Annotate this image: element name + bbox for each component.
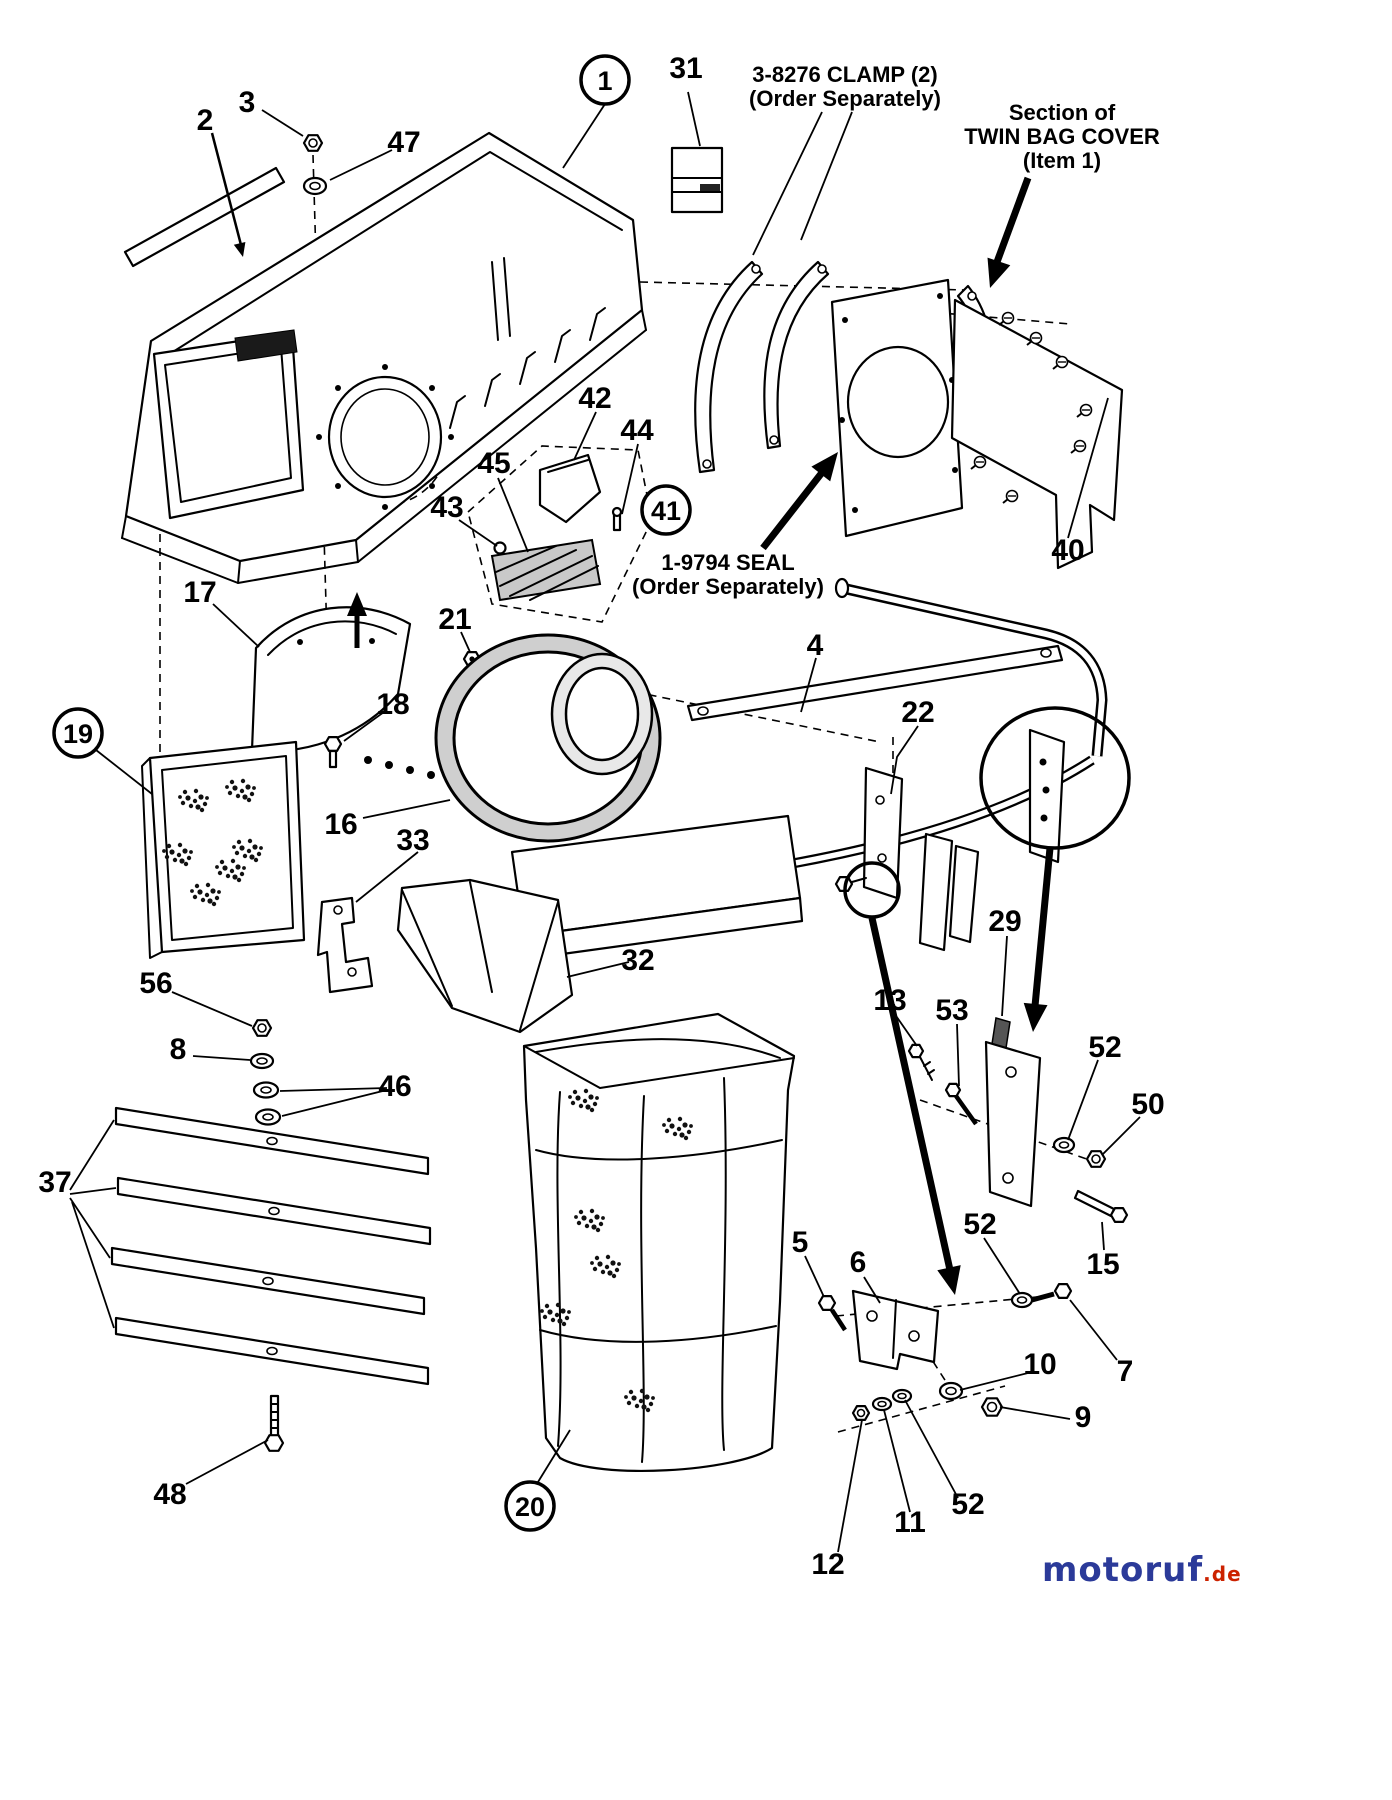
part-label-10: 10 <box>1023 1348 1056 1381</box>
section-note-line1: Section of <box>1009 100 1116 125</box>
weight-strips <box>110 1106 432 1386</box>
watermark-logo: motoruf.de <box>1042 1550 1242 1590</box>
deflector <box>250 606 412 753</box>
part-label-56: 56 <box>139 967 172 1000</box>
part-label-29: 29 <box>988 905 1021 938</box>
part-label-4: 4 <box>807 629 824 662</box>
clamp-note-line1: 3-8276 CLAMP (2) <box>752 62 937 87</box>
mount-hardware <box>817 1282 1073 1422</box>
part-label-16: 16 <box>324 808 357 841</box>
seal-note-line2: (Order Separately) <box>632 574 824 599</box>
watermark-name: motoruf <box>1042 1550 1204 1590</box>
part-label-52c: 52 <box>951 1488 984 1521</box>
part-label-20: 20 <box>515 1492 545 1522</box>
circled-labels: 1 41 19 20 <box>52 54 692 1532</box>
part-label-48: 48 <box>153 1478 186 1511</box>
part-label-22: 22 <box>901 696 934 729</box>
chute-guard <box>396 878 574 1034</box>
z-bracket <box>316 896 374 994</box>
grass-bag <box>522 1012 796 1472</box>
part-label-19: 19 <box>63 719 93 749</box>
part-label-32: 32 <box>621 944 654 977</box>
annotation-notes: 3-8276 CLAMP (2) (Order Separately) Sect… <box>632 62 1160 599</box>
watermark-tld: .de <box>1203 1562 1242 1586</box>
curved-clamps <box>694 260 830 474</box>
part-label-1: 1 <box>597 66 612 96</box>
section-note-line2: TWIN BAG COVER <box>964 124 1160 149</box>
part-label-40: 40 <box>1051 534 1084 567</box>
leader-lines <box>69 91 1141 1553</box>
screen-panel <box>141 740 306 959</box>
seal-note-line1: 1-9794 SEAL <box>661 550 794 575</box>
part-label-17: 17 <box>183 576 216 609</box>
part-label-37: 37 <box>38 1166 71 1199</box>
part-label-52b: 52 <box>963 1208 996 1241</box>
part-label-9: 9 <box>1075 1401 1092 1434</box>
part-label-41: 41 <box>651 496 681 526</box>
part-label-50: 50 <box>1131 1088 1164 1121</box>
side-strip <box>123 166 286 268</box>
section-note-line3: (Item 1) <box>1023 148 1101 173</box>
part-labels: 2 3 47 31 42 44 45 43 40 17 21 4 18 22 1… <box>38 52 1164 1581</box>
funnel-parts <box>490 453 623 602</box>
part-label-53: 53 <box>935 994 968 1027</box>
part-label-3: 3 <box>239 86 256 119</box>
latch-hardware <box>907 1017 1129 1224</box>
fastener-stack <box>249 1019 282 1126</box>
twin-bag-cover <box>121 131 647 584</box>
part-label-44: 44 <box>620 414 654 447</box>
nut-and-washer <box>302 134 328 196</box>
part-label-5: 5 <box>792 1226 809 1259</box>
part-label-6: 6 <box>850 1246 867 1279</box>
part-label-12: 12 <box>811 1548 844 1581</box>
part-label-21: 21 <box>438 603 471 636</box>
clamp-bracket <box>670 146 724 214</box>
part-label-31: 31 <box>669 52 702 85</box>
pointer-arrows <box>210 132 1054 1295</box>
part-label-13: 13 <box>873 984 906 1017</box>
long-bolt <box>263 1394 285 1452</box>
part-label-45: 45 <box>477 447 510 480</box>
carriage-bolt <box>323 735 435 779</box>
part-label-11: 11 <box>894 1506 926 1539</box>
part-label-33: 33 <box>396 824 429 857</box>
section-panel <box>830 278 994 538</box>
part-label-18: 18 <box>376 688 409 721</box>
seal-ring <box>434 633 662 843</box>
part-label-46: 46 <box>378 1070 411 1103</box>
rear-panel <box>950 298 1124 570</box>
part-label-15: 15 <box>1086 1248 1119 1281</box>
part-label-42: 42 <box>578 382 611 415</box>
part-label-8: 8 <box>170 1033 187 1066</box>
part-label-7: 7 <box>1117 1355 1134 1388</box>
part-label-43: 43 <box>430 491 463 524</box>
part-label-47: 47 <box>387 126 420 159</box>
part-label-52a: 52 <box>1088 1031 1121 1064</box>
part-label-2: 2 <box>197 104 214 137</box>
clamp-note-line2: (Order Separately) <box>749 86 941 111</box>
